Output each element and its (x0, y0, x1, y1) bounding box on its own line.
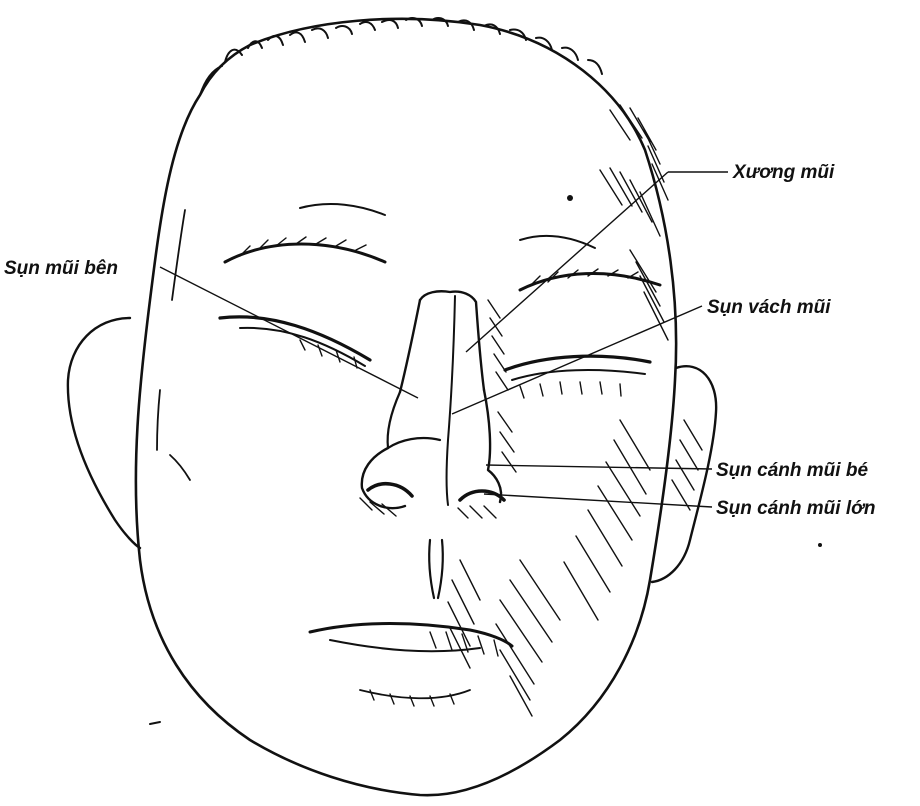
right-eye (505, 356, 650, 398)
mouth (310, 624, 512, 707)
eyebrows (225, 204, 660, 290)
label-septal-cartilage: Sụn vách mũi (707, 297, 831, 318)
left-eye (220, 317, 370, 368)
label-lateral-nasal-cartilage: Sụn mũi bên (4, 258, 118, 279)
leader-minor-alar-cartilage (486, 465, 712, 469)
leader-lateral-nasal-cartilage (160, 267, 418, 398)
nose (360, 291, 516, 598)
right-ear (652, 366, 716, 582)
label-minor-alar-cartilage: Sụn cánh mũi bé (716, 460, 868, 481)
leader-major-alar-cartilage (484, 494, 712, 507)
label-nasal-bone: Xương mũi (732, 162, 835, 183)
forehead-dot (567, 195, 573, 201)
cheek-dot (818, 543, 822, 547)
left-ear (68, 318, 140, 548)
label-major-alar-cartilage: Sụn cánh mũi lớn (716, 498, 876, 519)
head-outline (136, 18, 676, 795)
chin-mark (150, 722, 160, 724)
leader-septal-cartilage (452, 306, 702, 414)
